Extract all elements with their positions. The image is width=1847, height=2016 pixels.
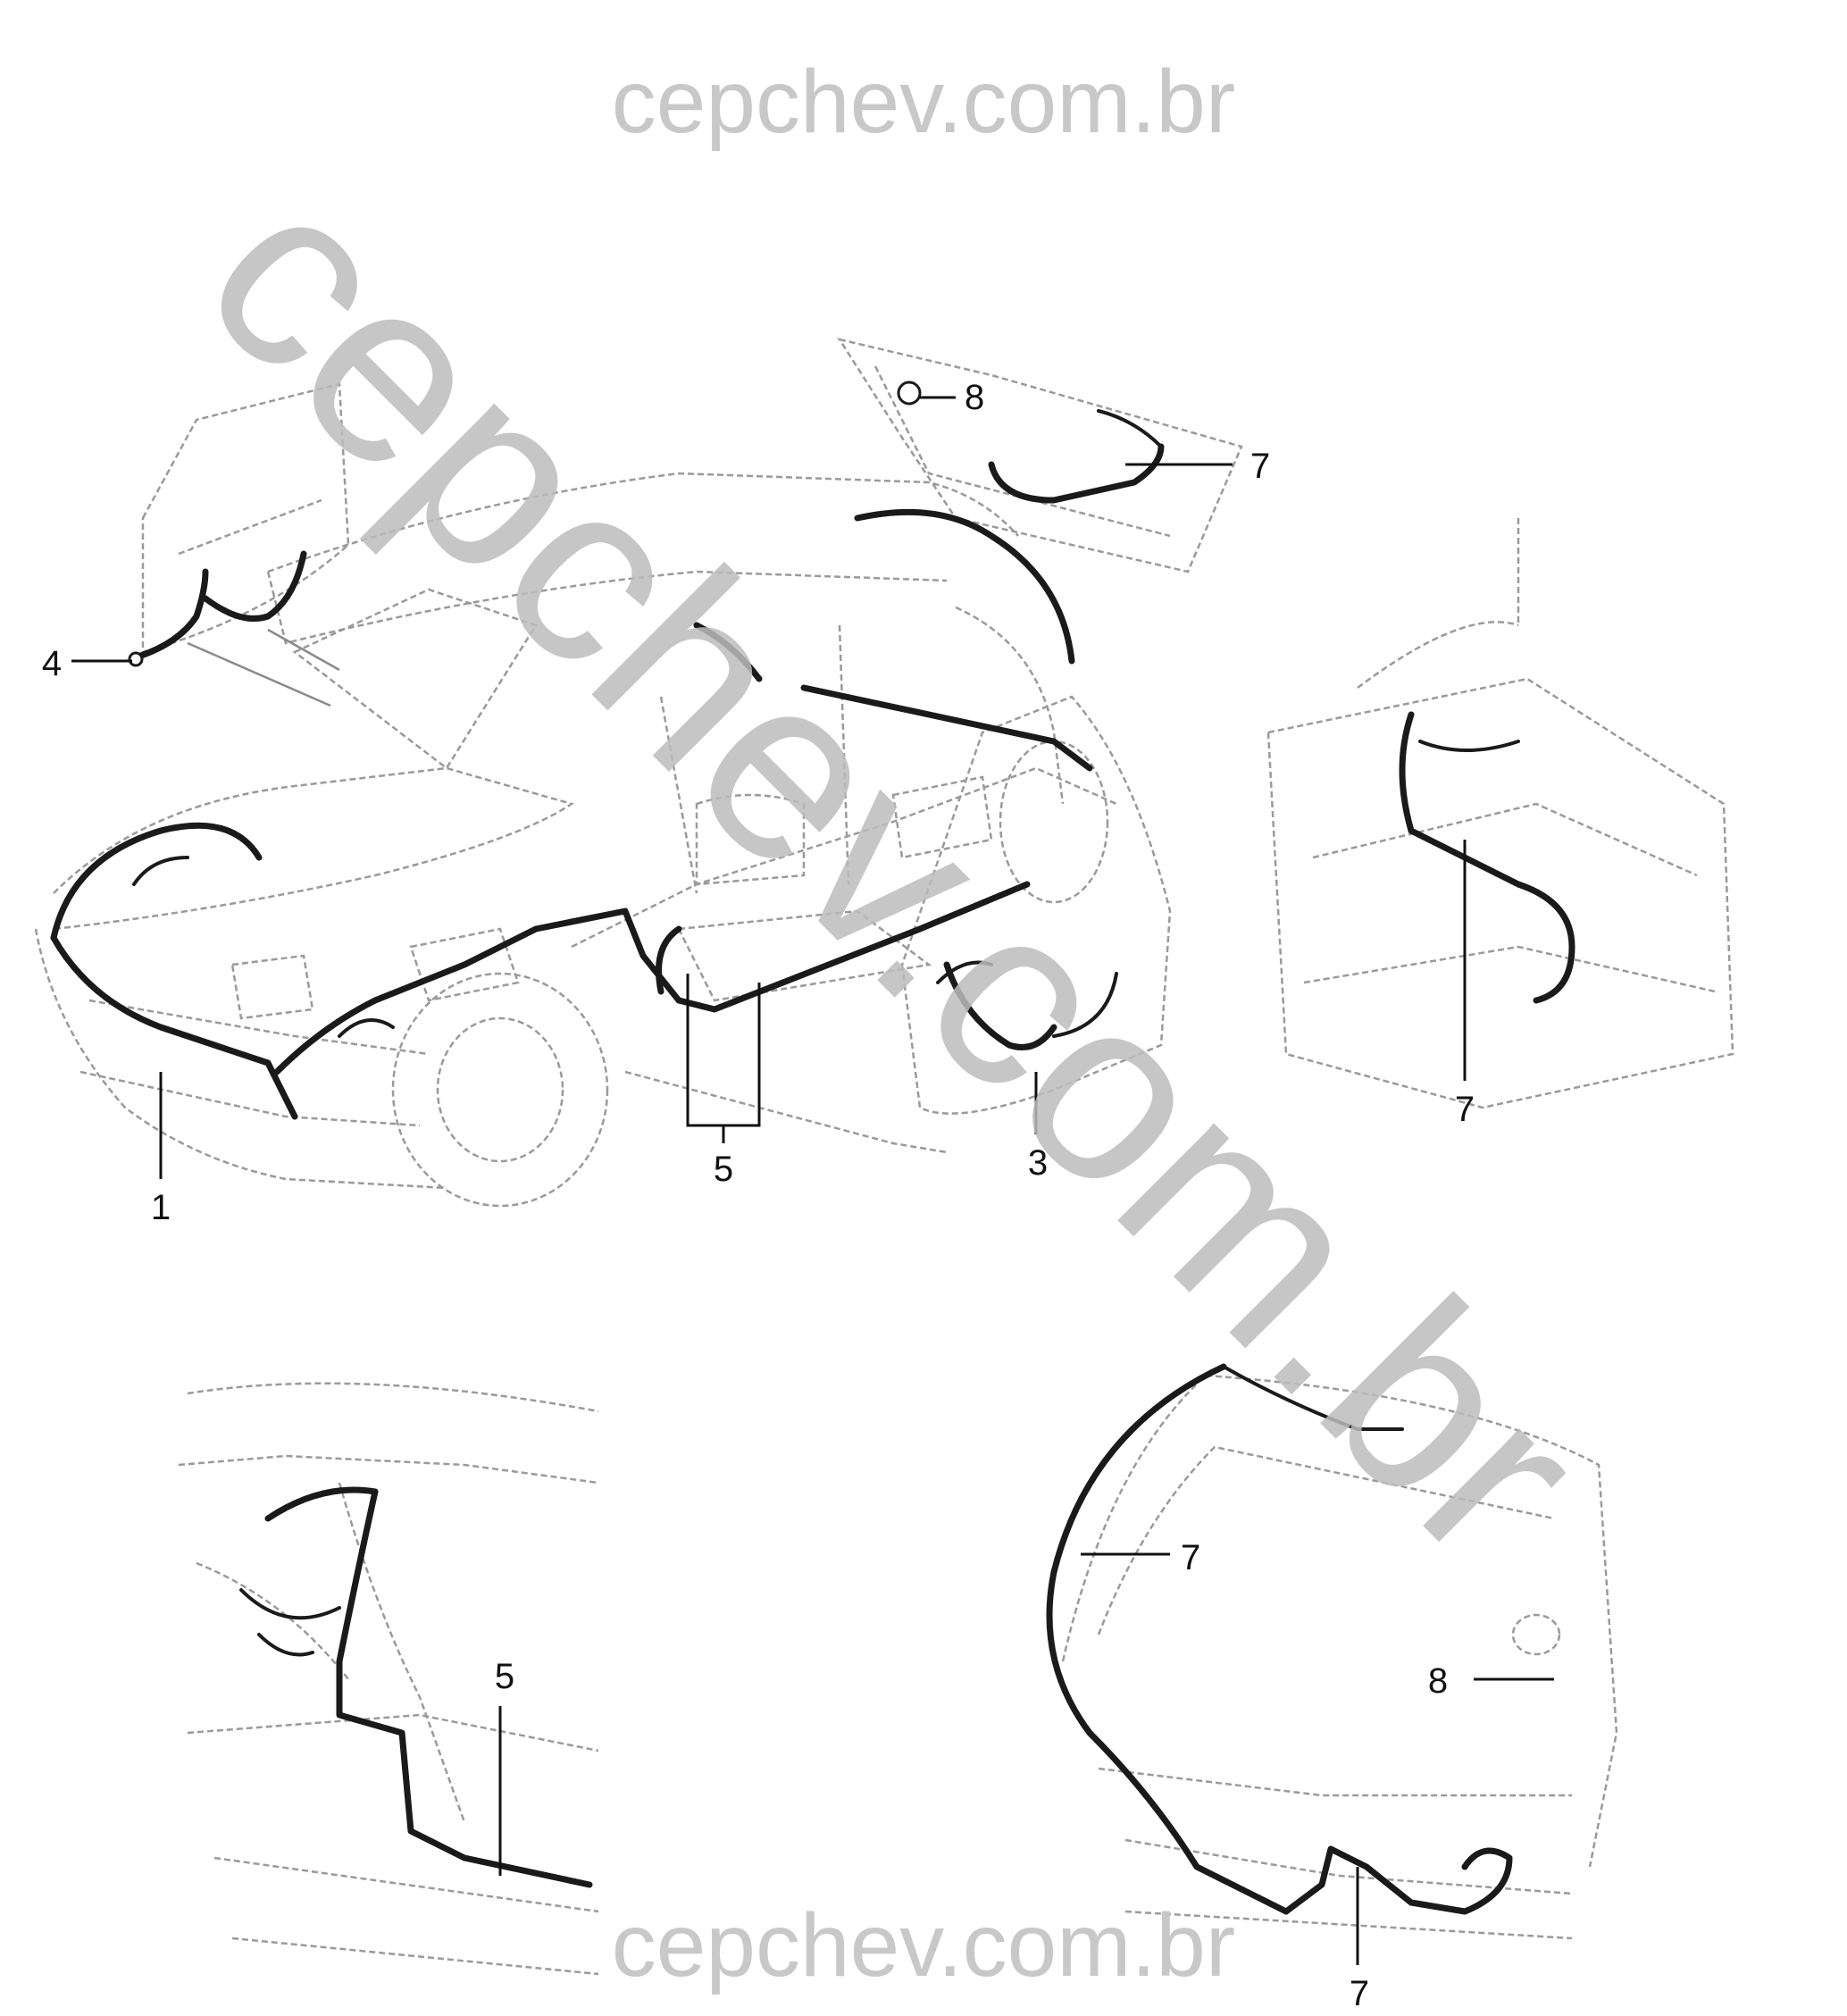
front-door-harness[interactable] <box>128 550 307 667</box>
rear-quarter-detail-illustration <box>178 1382 599 1976</box>
diagonal-watermark: cepchev.com.br <box>152 130 1636 1614</box>
callout-5-main: 5 <box>714 1150 733 1189</box>
callout-7-trunk: 7 <box>1455 1090 1475 1129</box>
callout-3: 3 <box>1028 1143 1048 1183</box>
floor-harness[interactable] <box>656 881 1031 1013</box>
callout-8-tailgate: 8 <box>965 378 984 417</box>
tailgate-inner-detail-illustration <box>1061 1374 1618 1940</box>
callout-leaders <box>71 396 1554 1965</box>
callout-7-detail-top: 7 <box>1181 1538 1200 1577</box>
front-harness[interactable] <box>50 822 682 1120</box>
tailgate-detail-harness[interactable] <box>1046 1363 1513 1915</box>
callout-4: 4 <box>42 644 62 683</box>
bottom-watermark: cepchev.com.br <box>612 1895 1235 1995</box>
quarter-detail-harness[interactable] <box>239 1486 593 1888</box>
tailgate-illustration <box>837 338 1243 573</box>
callout-7-tailgate: 7 <box>1250 447 1270 486</box>
trunk-view-illustration <box>1266 518 1734 1109</box>
callout-5-detail: 5 <box>495 1657 514 1696</box>
callout-7-detail-bottom: 7 <box>1350 1974 1369 2012</box>
callout-1: 1 <box>151 1188 171 1227</box>
callout-8-detail: 8 <box>1428 1661 1448 1701</box>
rear-door-harness[interactable] <box>936 960 1118 1050</box>
tailgate-harness[interactable] <box>897 381 1165 504</box>
top-watermark: cepchev.com.br <box>612 52 1235 152</box>
trunk-harness[interactable] <box>1399 711 1575 1004</box>
roof-harness[interactable] <box>693 508 1093 772</box>
